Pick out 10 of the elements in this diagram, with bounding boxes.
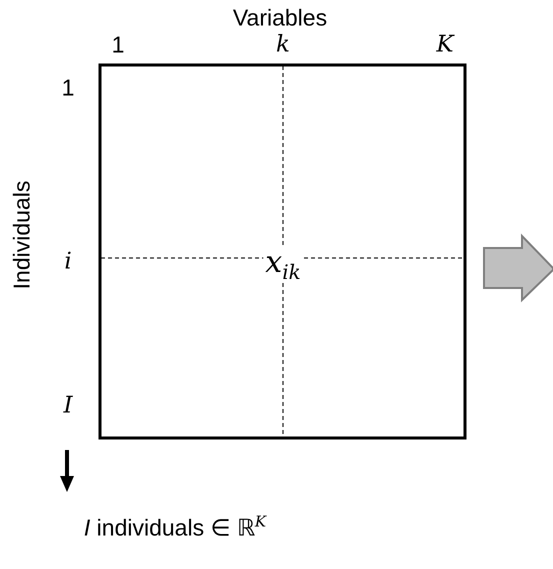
row-index: I <box>63 394 73 418</box>
column-index: K <box>436 34 454 56</box>
column-index: 1 <box>112 34 124 56</box>
row-index: i <box>64 250 72 274</box>
cell-value: x$_{ik}$ <box>263 248 303 282</box>
axis-title: Variables <box>232 6 328 30</box>
axis-title: Individuals <box>10 180 34 290</box>
column-index: k <box>276 34 290 56</box>
caption-text: I individuals ∈ ℝ$^{K}$ <box>84 514 266 540</box>
row-index: 1 <box>62 76 74 100</box>
